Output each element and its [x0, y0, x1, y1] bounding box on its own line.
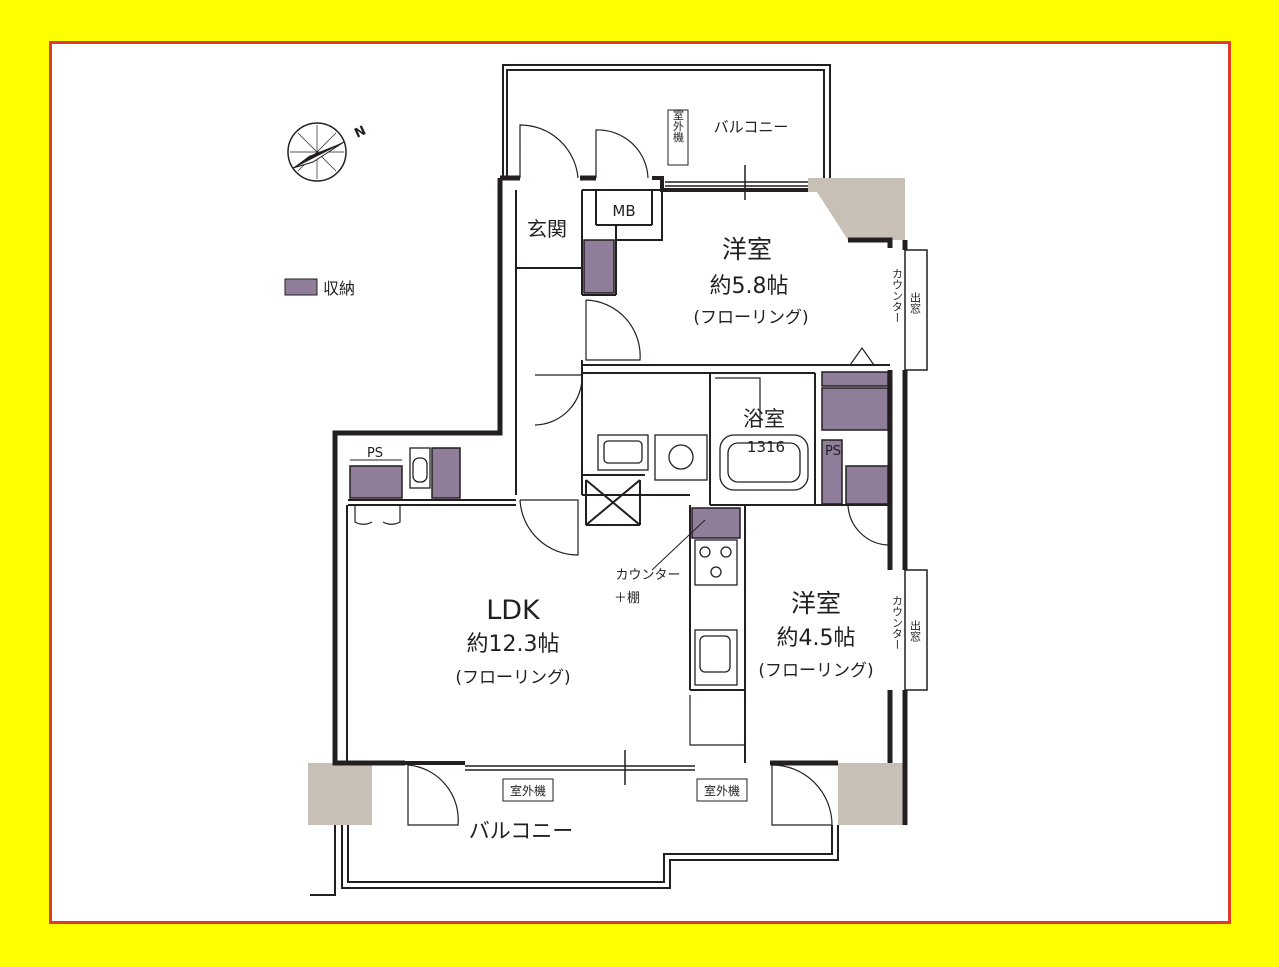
compass-icon: N	[287, 122, 369, 182]
bathroom-size: 1316	[747, 438, 785, 456]
western-room-1-size: 約5.8帖	[710, 274, 789, 299]
balcony-label-bottom: バルコニー	[469, 819, 574, 843]
outdoor-unit-label-left: 室外機	[510, 783, 546, 798]
bay-counter-label-top: カウンター	[891, 268, 904, 323]
bay-window-label-bottom: 出窓	[909, 619, 922, 642]
interior-walls	[348, 189, 890, 763]
washing-machine	[654, 434, 708, 481]
western-room-1-floor: (フローリング)	[693, 308, 808, 328]
ps-label-left: PS	[367, 446, 383, 461]
legend-storage-swatch	[284, 278, 318, 296]
bay-window-label-top: 出窓	[909, 291, 922, 314]
western-room-1-name: 洋室	[722, 235, 772, 264]
mb-label: MB	[612, 202, 635, 220]
counter-label-line1: カウンター	[615, 568, 680, 583]
structural-walls	[308, 178, 905, 825]
western-room-2-name: 洋室	[791, 589, 841, 618]
ldk-name: LDK	[486, 595, 541, 626]
legend-storage-label: 収納	[323, 279, 355, 298]
balcony-outlines	[310, 64, 839, 896]
outdoor-unit-label-right: 室外機	[704, 783, 740, 798]
stove	[694, 539, 738, 586]
western-room-2-size: 約4.5帖	[777, 626, 856, 651]
windows	[465, 165, 928, 785]
storage-areas	[349, 239, 889, 539]
door-swings	[354, 124, 889, 826]
counter-label-line2: ＋棚	[614, 591, 640, 606]
fixtures	[409, 434, 809, 686]
bay-counter-label-bottom: カウンター	[891, 595, 904, 650]
toilet	[412, 457, 428, 483]
western-room-2-floor: (フローリング)	[758, 661, 873, 681]
outer-walls	[332, 175, 908, 825]
ps-label-right: PS	[825, 444, 841, 459]
outdoor-unit-label-top: 室外機	[672, 108, 685, 143]
balcony-label-top: バルコニー	[714, 118, 789, 136]
ldk-size: 約12.3帖	[467, 632, 560, 657]
ldk-floor: (フローリング)	[455, 668, 570, 688]
compass-north-label: N	[352, 123, 368, 141]
bathroom-name: 浴室	[743, 407, 785, 431]
entrance-label: 玄関	[527, 217, 567, 241]
